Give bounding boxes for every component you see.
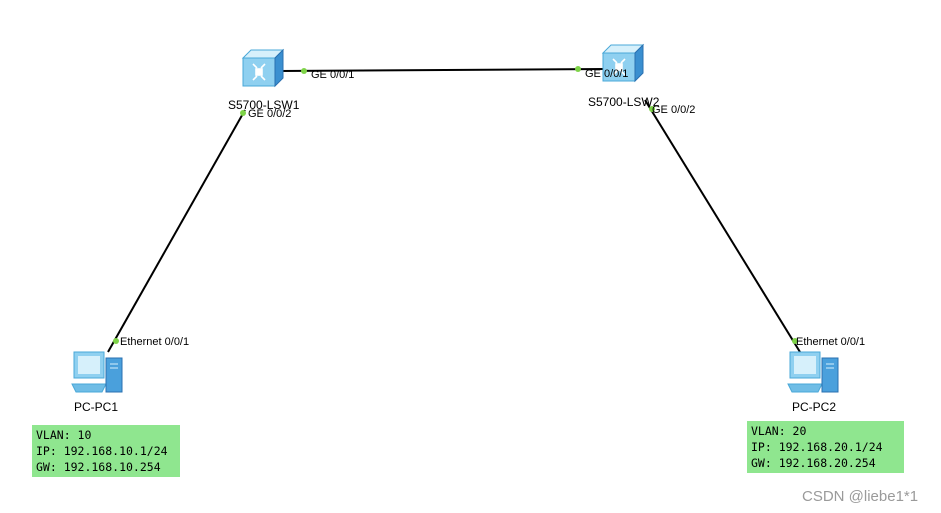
note-line-ip: IP: 192.168.10.1/24	[36, 444, 168, 458]
port-dot-pc2-eth001[interactable]	[792, 338, 798, 344]
note-line-vlan: VLAN: 20	[751, 424, 807, 438]
device-label-lsw1: S5700-LSW1	[228, 98, 300, 112]
port-label-lsw2-ge002: GE 0/0/2	[652, 104, 696, 116]
port-dot-lsw2-ge002[interactable]	[649, 106, 655, 112]
port-dot-lsw1-ge002[interactable]	[240, 110, 246, 116]
note-line-vlan: VLAN: 10	[36, 428, 92, 442]
port-label-pc1-eth001: Ethernet 0/0/1	[120, 336, 190, 348]
switch-icon[interactable]	[601, 43, 645, 83]
port-dot-pc1-eth001[interactable]	[113, 338, 119, 344]
note-pc2[interactable]: VLAN: 20 IP: 192.168.20.1/24 GW: 192.168…	[747, 421, 904, 473]
link-lsw1-pc1[interactable]	[107, 109, 246, 353]
note-line-ip: IP: 192.168.20.1/24	[751, 440, 883, 454]
note-pc1[interactable]: VLAN: 10 IP: 192.168.10.1/24 GW: 192.168…	[32, 425, 180, 477]
watermark: CSDN @liebe1*1	[802, 488, 919, 505]
link-lsw2-pc2[interactable]	[644, 99, 801, 353]
port-label-lsw1-ge001: GE 0/0/1	[311, 69, 355, 81]
port-dot-lsw2-ge001[interactable]	[575, 66, 581, 72]
pc-icon[interactable]	[71, 351, 123, 393]
port-label-lsw2-ge001: GE 0/0/1	[585, 68, 629, 80]
port-dot-lsw1-ge001[interactable]	[301, 68, 307, 74]
switch-icon[interactable]	[241, 48, 285, 88]
port-label-lsw1-ge002: GE 0/0/2	[248, 108, 292, 120]
port-label-pc2-eth001: Ethernet 0/0/1	[796, 336, 866, 348]
device-label-lsw2: S5700-LSW2	[588, 95, 660, 109]
pc-icon[interactable]	[787, 351, 839, 393]
note-line-gw: GW: 192.168.10.254	[36, 460, 161, 474]
note-line-gw: GW: 192.168.20.254	[751, 456, 876, 470]
device-label-pc1: PC-PC1	[74, 400, 119, 414]
device-label-pc2: PC-PC2	[792, 400, 837, 414]
link-lsw1-lsw2[interactable]	[279, 68, 606, 72]
